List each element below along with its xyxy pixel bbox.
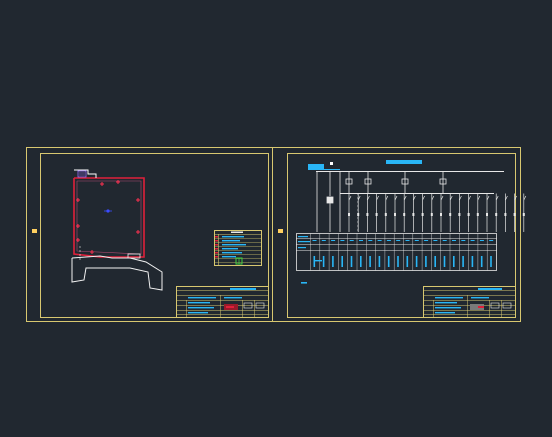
main-switches — [345, 171, 447, 193]
feeder-20 — [522, 193, 527, 232]
circuit-label — [397, 256, 399, 267]
circuit-rating — [433, 240, 438, 241]
circuit-rating — [479, 240, 484, 241]
circuit-rating — [414, 240, 419, 241]
feeder-4 — [375, 193, 379, 232]
right-binding-mark-icon — [278, 229, 283, 233]
feeder-2 — [357, 193, 361, 232]
circuit-label — [322, 256, 325, 267]
circuit-label — [341, 256, 343, 267]
feeder-14 — [467, 193, 471, 232]
feeder-1 — [348, 193, 352, 232]
floor-plan — [71, 169, 163, 291]
right-stamp — [470, 304, 484, 310]
stair-detail — [77, 170, 87, 178]
circuit-rating — [331, 240, 336, 241]
circuit-label — [313, 256, 316, 267]
circuit-label — [471, 256, 474, 267]
right-sheet-outer-border — [272, 147, 521, 322]
feeder-6 — [394, 193, 398, 232]
circuit-rating — [452, 240, 456, 241]
schematic-title-bar — [386, 160, 422, 164]
circuit-label — [369, 256, 371, 267]
circuit-label — [406, 256, 409, 267]
circuit-rating — [340, 240, 345, 241]
circuit-label — [453, 256, 455, 267]
circuit-label — [443, 256, 446, 267]
circuit-rating — [377, 240, 382, 241]
circuit-rating — [359, 240, 363, 241]
left-binding-mark-icon — [32, 229, 37, 233]
left-title-block — [176, 286, 269, 318]
feeder-18 — [504, 193, 508, 232]
circuit-label — [387, 256, 390, 267]
feeder-10 — [430, 193, 435, 232]
circuit-rating — [442, 240, 447, 241]
circuit-label — [425, 256, 427, 267]
building-wall — [73, 177, 145, 258]
incomer — [316, 171, 341, 232]
wall-fixtures — [76, 180, 140, 254]
circuit-label — [350, 256, 353, 267]
feeder-19 — [513, 193, 517, 232]
circuit-rating — [396, 240, 401, 241]
circuit-rating — [312, 240, 317, 241]
circuit-rating — [386, 240, 391, 241]
circuit-label — [415, 256, 418, 267]
circuit-rating — [321, 240, 326, 241]
feeder-15 — [476, 193, 481, 232]
feeder-circuits — [348, 193, 527, 232]
circuit-label — [490, 256, 492, 267]
feeder-13 — [458, 193, 462, 232]
circuit-label — [462, 256, 464, 267]
schematic-note — [301, 282, 307, 284]
circuit-rating — [424, 240, 429, 241]
feeder-11 — [440, 193, 444, 232]
right-sheet-inner-border — [287, 153, 516, 318]
feeder-12 — [449, 193, 453, 232]
schematic-source-label — [308, 164, 324, 169]
building-wall-inner — [76, 180, 142, 255]
feeder-7 — [403, 193, 407, 232]
legend-table — [214, 230, 262, 266]
circuit-rating — [470, 240, 475, 241]
circuit-label — [332, 256, 334, 267]
circuit-label — [360, 256, 362, 267]
circuit-rating — [349, 240, 354, 241]
feeder-17 — [495, 193, 499, 232]
circuit-rating — [461, 240, 466, 241]
source-label-underline — [308, 169, 340, 170]
feeder-16 — [486, 193, 490, 232]
circuit-label — [434, 256, 436, 267]
meter-symbol — [330, 162, 333, 165]
left-sheet-inner-border — [40, 153, 269, 318]
feeder-9 — [421, 193, 425, 232]
site-boundary — [71, 255, 163, 291]
circuit-rating — [405, 240, 410, 241]
circuit-rating — [368, 240, 373, 241]
site-entry — [127, 253, 141, 259]
circuit-label — [480, 256, 483, 267]
circuit-label — [378, 256, 381, 267]
feeder-8 — [412, 193, 416, 232]
feeder-3 — [366, 193, 370, 232]
circuit-rating — [489, 240, 494, 241]
circuit-schedule-table — [296, 233, 497, 271]
feeder-5 — [384, 193, 389, 232]
left-drawing-sheet[interactable] — [26, 147, 273, 322]
right-drawing-sheet[interactable] — [272, 147, 527, 322]
stair-block — [74, 169, 97, 178]
right-title-block — [423, 286, 516, 318]
